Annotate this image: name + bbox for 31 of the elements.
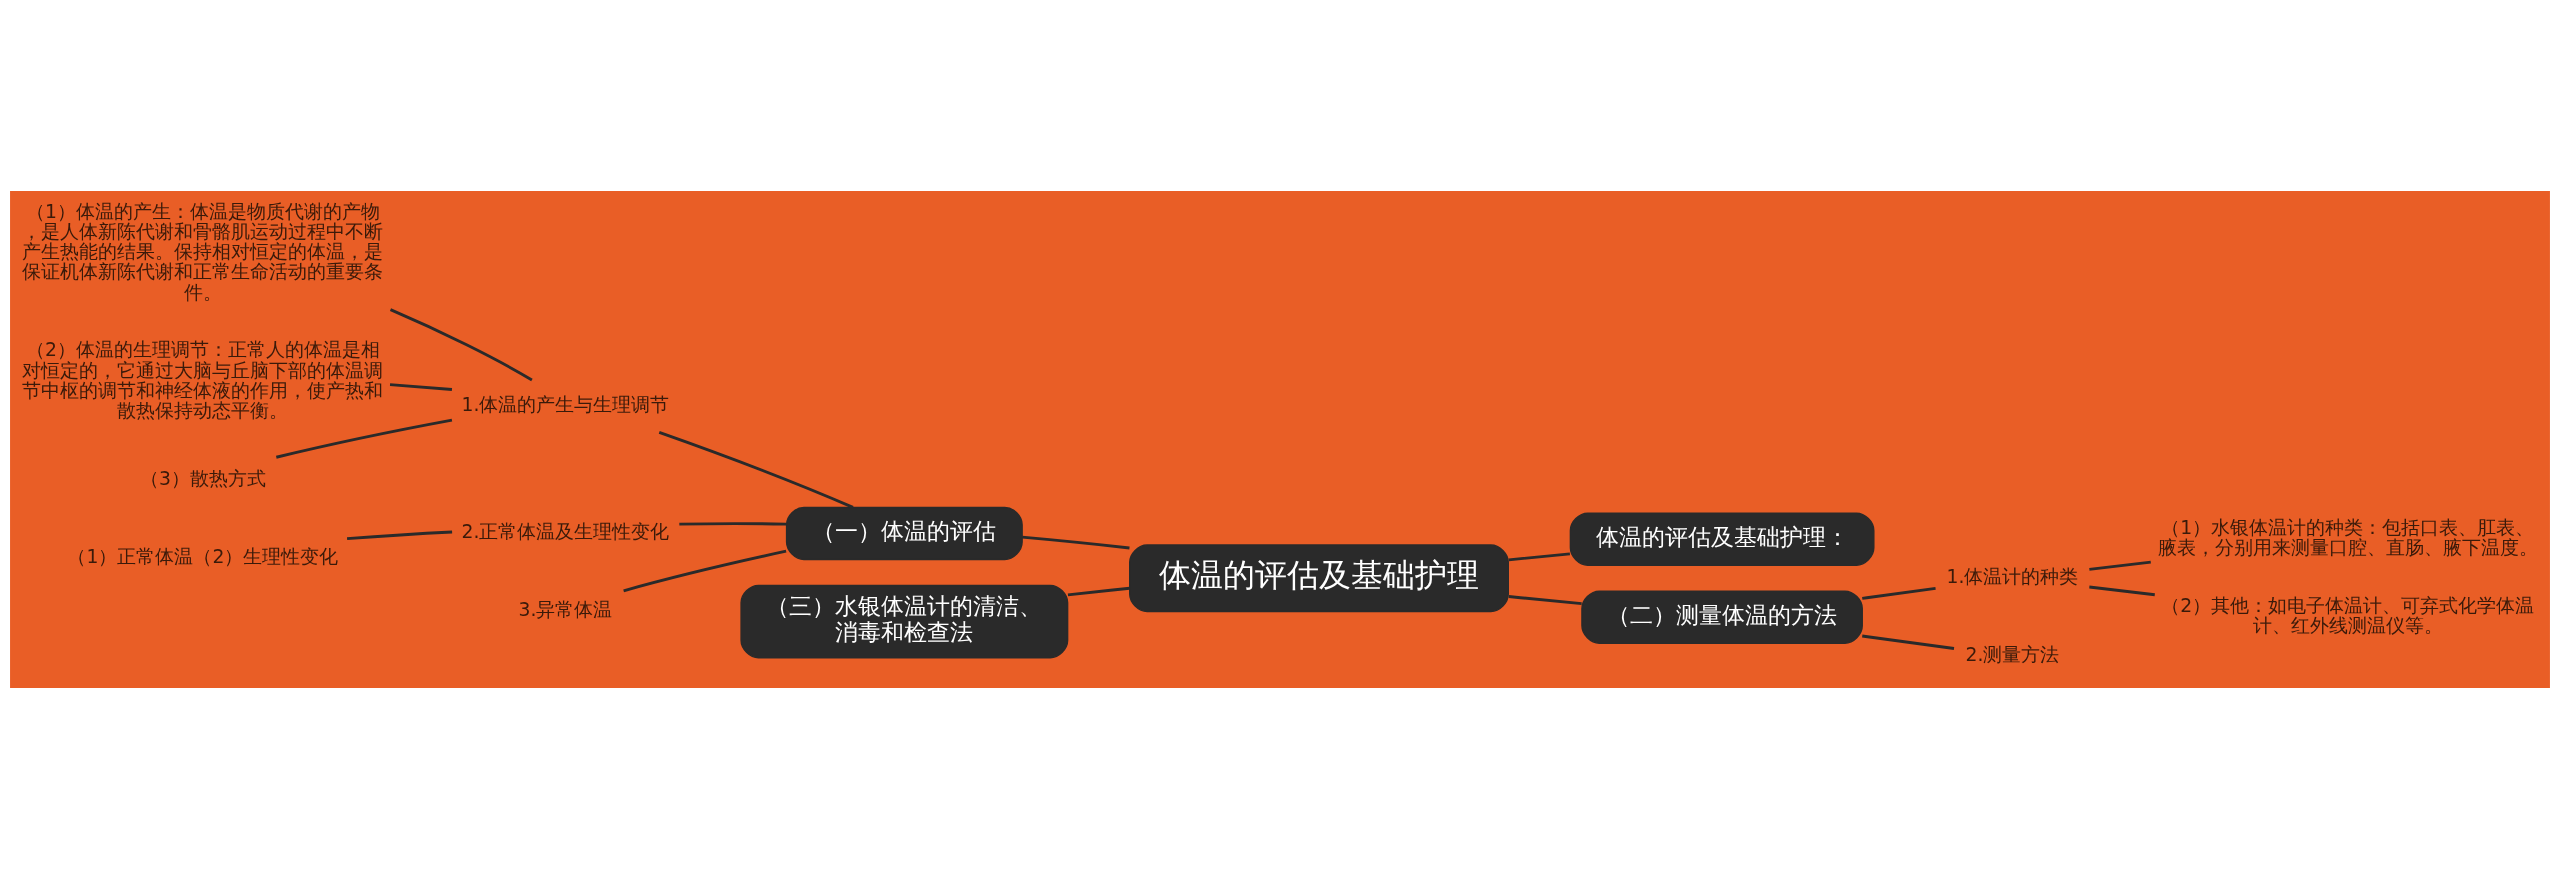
node-text: 1.体温的产生与生理调节	[461, 393, 670, 415]
node-text: （2）体温的生理调节：正常人的体温是相对恒定的，它通过大脑与丘脑下部的体温调节中枢的调节和神经体液的作用，使产热和散热保持动态平衡。	[22, 338, 384, 421]
node-text: （1）水银体温计的种类：包括口表、肛表、腋表，分别用来测量口腔、直肠、腋下温度。	[2157, 516, 2538, 558]
connector	[346, 530, 453, 540]
connector	[1022, 535, 1130, 549]
connector	[1508, 594, 1582, 605]
node-text: 1.体温计的种类	[1946, 565, 2079, 587]
node-text: （1）体温的产生：体温是物质代谢的产物，是人体新陈代谢和骨骼肌运动过程中不断产生热能的结果。保持相对恒定的体温，是保证机体新陈代谢和正常生命活动的重要条件。	[22, 200, 384, 302]
connector	[1067, 586, 1130, 596]
connector	[275, 418, 453, 459]
connector	[389, 307, 533, 381]
connector	[1508, 551, 1571, 561]
node-text: 2.正常体温及生理性变化	[461, 520, 670, 542]
node-text: 3.异常体温	[518, 598, 613, 620]
connector	[2089, 560, 2151, 571]
node-text: 2.测量方法	[1965, 643, 2060, 665]
node-box: （三）水银体温计的清洁、消毒和检查法	[740, 584, 1069, 658]
node-text: （2）其他：如电子体温计、可弃式化学体温计、红外线测温仪等。	[2161, 594, 2535, 636]
connector	[658, 430, 854, 509]
node-box: （一）体温的评估	[785, 506, 1023, 560]
connector	[1862, 634, 1955, 650]
node-text: （1）正常体温（2）生理性变化	[67, 545, 339, 567]
connector	[389, 382, 453, 391]
node-box: （二）测量体温的方法	[1581, 590, 1863, 644]
connector	[1862, 586, 1936, 600]
connector	[623, 549, 787, 592]
node-text: （3）散热方式	[139, 467, 266, 489]
connector	[679, 521, 787, 526]
node-box: 体温的评估及基础护理	[1129, 543, 1509, 612]
node-box: 体温的评估及基础护理：	[1569, 511, 1875, 566]
connector	[2089, 585, 2155, 596]
